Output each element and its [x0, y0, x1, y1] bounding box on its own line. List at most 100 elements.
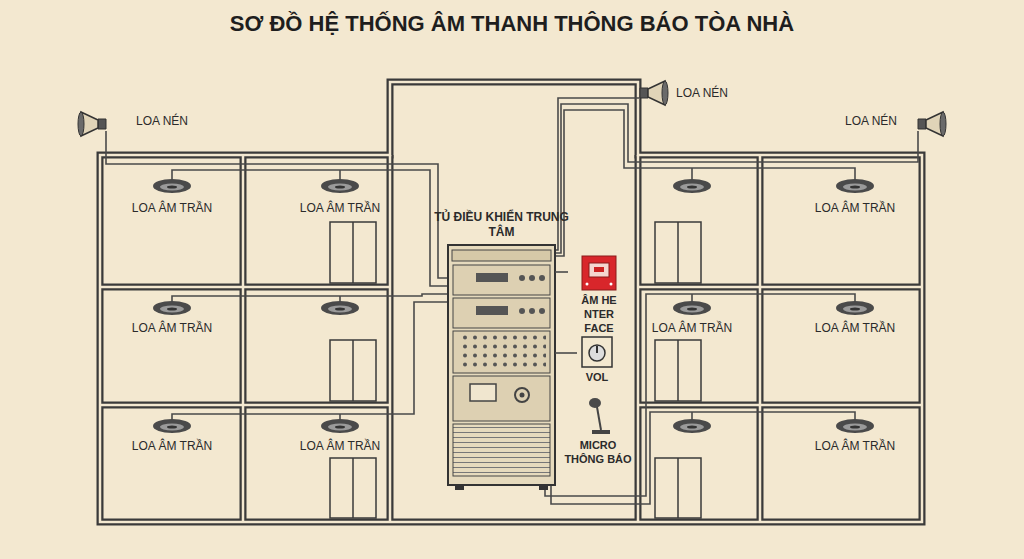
drawing-part: [655, 458, 701, 518]
drawing-part: [352, 222, 354, 283]
drawing-part: [850, 186, 860, 189]
ceiling-speaker-label: LOA ÂM TRẦN: [132, 321, 212, 335]
drawing-part: [476, 306, 508, 315]
drawing-part: [940, 112, 946, 136]
drawing-part: [589, 345, 605, 361]
device-label: MICRO THÔNG BÁO: [564, 438, 632, 466]
ceiling-speakers: [153, 179, 874, 433]
ceiling-speaker-label: LOA ÂM TRẦN: [815, 201, 895, 215]
drawing-part: [836, 179, 874, 193]
drawing-part: [680, 184, 704, 191]
drawing-part: [519, 275, 525, 281]
drawing-part: [551, 412, 855, 504]
drawing-part: [453, 265, 550, 295]
drawing-part: [555, 104, 918, 253]
alarm-icon: [568, 255, 630, 291]
drawing-part: [476, 273, 508, 282]
control-cabinet-box: TỦ ĐIỀU KHIỂN TRUNG TÂM: [448, 245, 555, 485]
drawing-part: [850, 426, 860, 429]
horn-speaker-label: LOA NÉN: [676, 86, 728, 100]
drawing-part: [172, 294, 448, 301]
drawing-part: [596, 346, 598, 353]
ceiling-speaker: [673, 179, 711, 193]
ceiling-speaker: [153, 301, 191, 315]
drawing-part: [453, 376, 550, 421]
horn-speaker: [918, 112, 946, 136]
drawing-part: [335, 308, 345, 311]
ceiling-speaker: [153, 419, 191, 433]
drawing-part: [515, 388, 529, 402]
horn-speaker-label: LOA NÉN: [136, 114, 188, 128]
ceiling-speaker-label: LOA ÂM TRẦN: [815, 439, 895, 453]
drawing-part: [335, 426, 345, 429]
drawing-part: [455, 485, 464, 490]
drawing-part: [330, 458, 376, 518]
drawing-part: [448, 245, 555, 485]
drawing-part: [453, 331, 550, 373]
signal-wire: [555, 352, 577, 354]
ceiling-speaker: [836, 301, 874, 315]
cabinet-heading: TỦ ĐIỀU KHIỂN TRUNG TÂM: [433, 210, 570, 240]
drawing-part: [539, 308, 545, 314]
fire-alarm-interface: ÂM HE NTER FACE: [568, 255, 630, 337]
drawing-part: [539, 275, 545, 281]
drawing-part: [100, 82, 922, 522]
device-label: ÂM HE NTER FACE: [568, 293, 630, 335]
ceiling-speaker: [321, 301, 359, 315]
drawing-part: [160, 184, 184, 191]
drawing-part: [555, 110, 855, 256]
diagram-title: SƠ ĐỒ HỆ THỐNG ÂM THANH THÔNG BÁO TÒA NH…: [0, 10, 1024, 38]
drawing-part: [673, 301, 711, 315]
horn-speakers: [78, 81, 946, 136]
drawing-part: [586, 283, 589, 286]
drawing-part: [539, 485, 548, 490]
drawing-part: [918, 119, 926, 129]
drawing-part: [330, 340, 376, 401]
building-walls: [100, 82, 922, 522]
ceiling-speaker: [673, 419, 711, 433]
drawing-part: [243, 155, 760, 522]
drawing-part: [106, 131, 448, 278]
drawing-part: [677, 458, 679, 518]
drawing-part: [687, 426, 697, 429]
drawing-part: [843, 424, 867, 431]
drawing-part: [589, 398, 601, 408]
drawing-part: [167, 426, 177, 429]
ceiling-speaker-label: LOA ÂM TRẦN: [132, 439, 212, 453]
drawing-part: [680, 424, 704, 431]
speaker-wiring: [106, 98, 918, 504]
horn-speaker: [78, 112, 106, 136]
drawing-part: [662, 81, 668, 105]
vol-icon: [577, 336, 617, 368]
drawing-part: [321, 301, 359, 315]
drawing-part: [610, 283, 613, 286]
ceiling-speaker-label: LOA ÂM TRẦN: [652, 321, 732, 335]
drawing-part: [470, 384, 496, 401]
drawing-part: [335, 186, 345, 189]
ceiling-speaker-label: LOA ÂM TRẦN: [300, 439, 380, 453]
drawing-part: [843, 184, 867, 191]
ceiling-speaker: [153, 179, 191, 193]
drawing-part: [640, 88, 648, 98]
device-label: VOL: [577, 370, 617, 384]
drawing-part: [328, 424, 352, 431]
drawing-part: [843, 306, 867, 313]
drawing-part: [529, 275, 535, 281]
drawing-part: [673, 179, 711, 193]
drawing-part: [655, 340, 701, 401]
ceiling-speaker: [321, 419, 359, 433]
drawing-part: [452, 250, 551, 261]
drawing-part: [687, 308, 697, 311]
drawing-part: [850, 308, 860, 311]
drawing-part: [352, 340, 354, 401]
drawing-part: [453, 424, 550, 476]
drawing-part: [167, 186, 177, 189]
drawing-part: [555, 98, 639, 250]
drawing-part: [680, 306, 704, 313]
drawing-part: [594, 267, 604, 272]
drawing-part: [78, 112, 84, 136]
drawing-part: [153, 301, 191, 315]
